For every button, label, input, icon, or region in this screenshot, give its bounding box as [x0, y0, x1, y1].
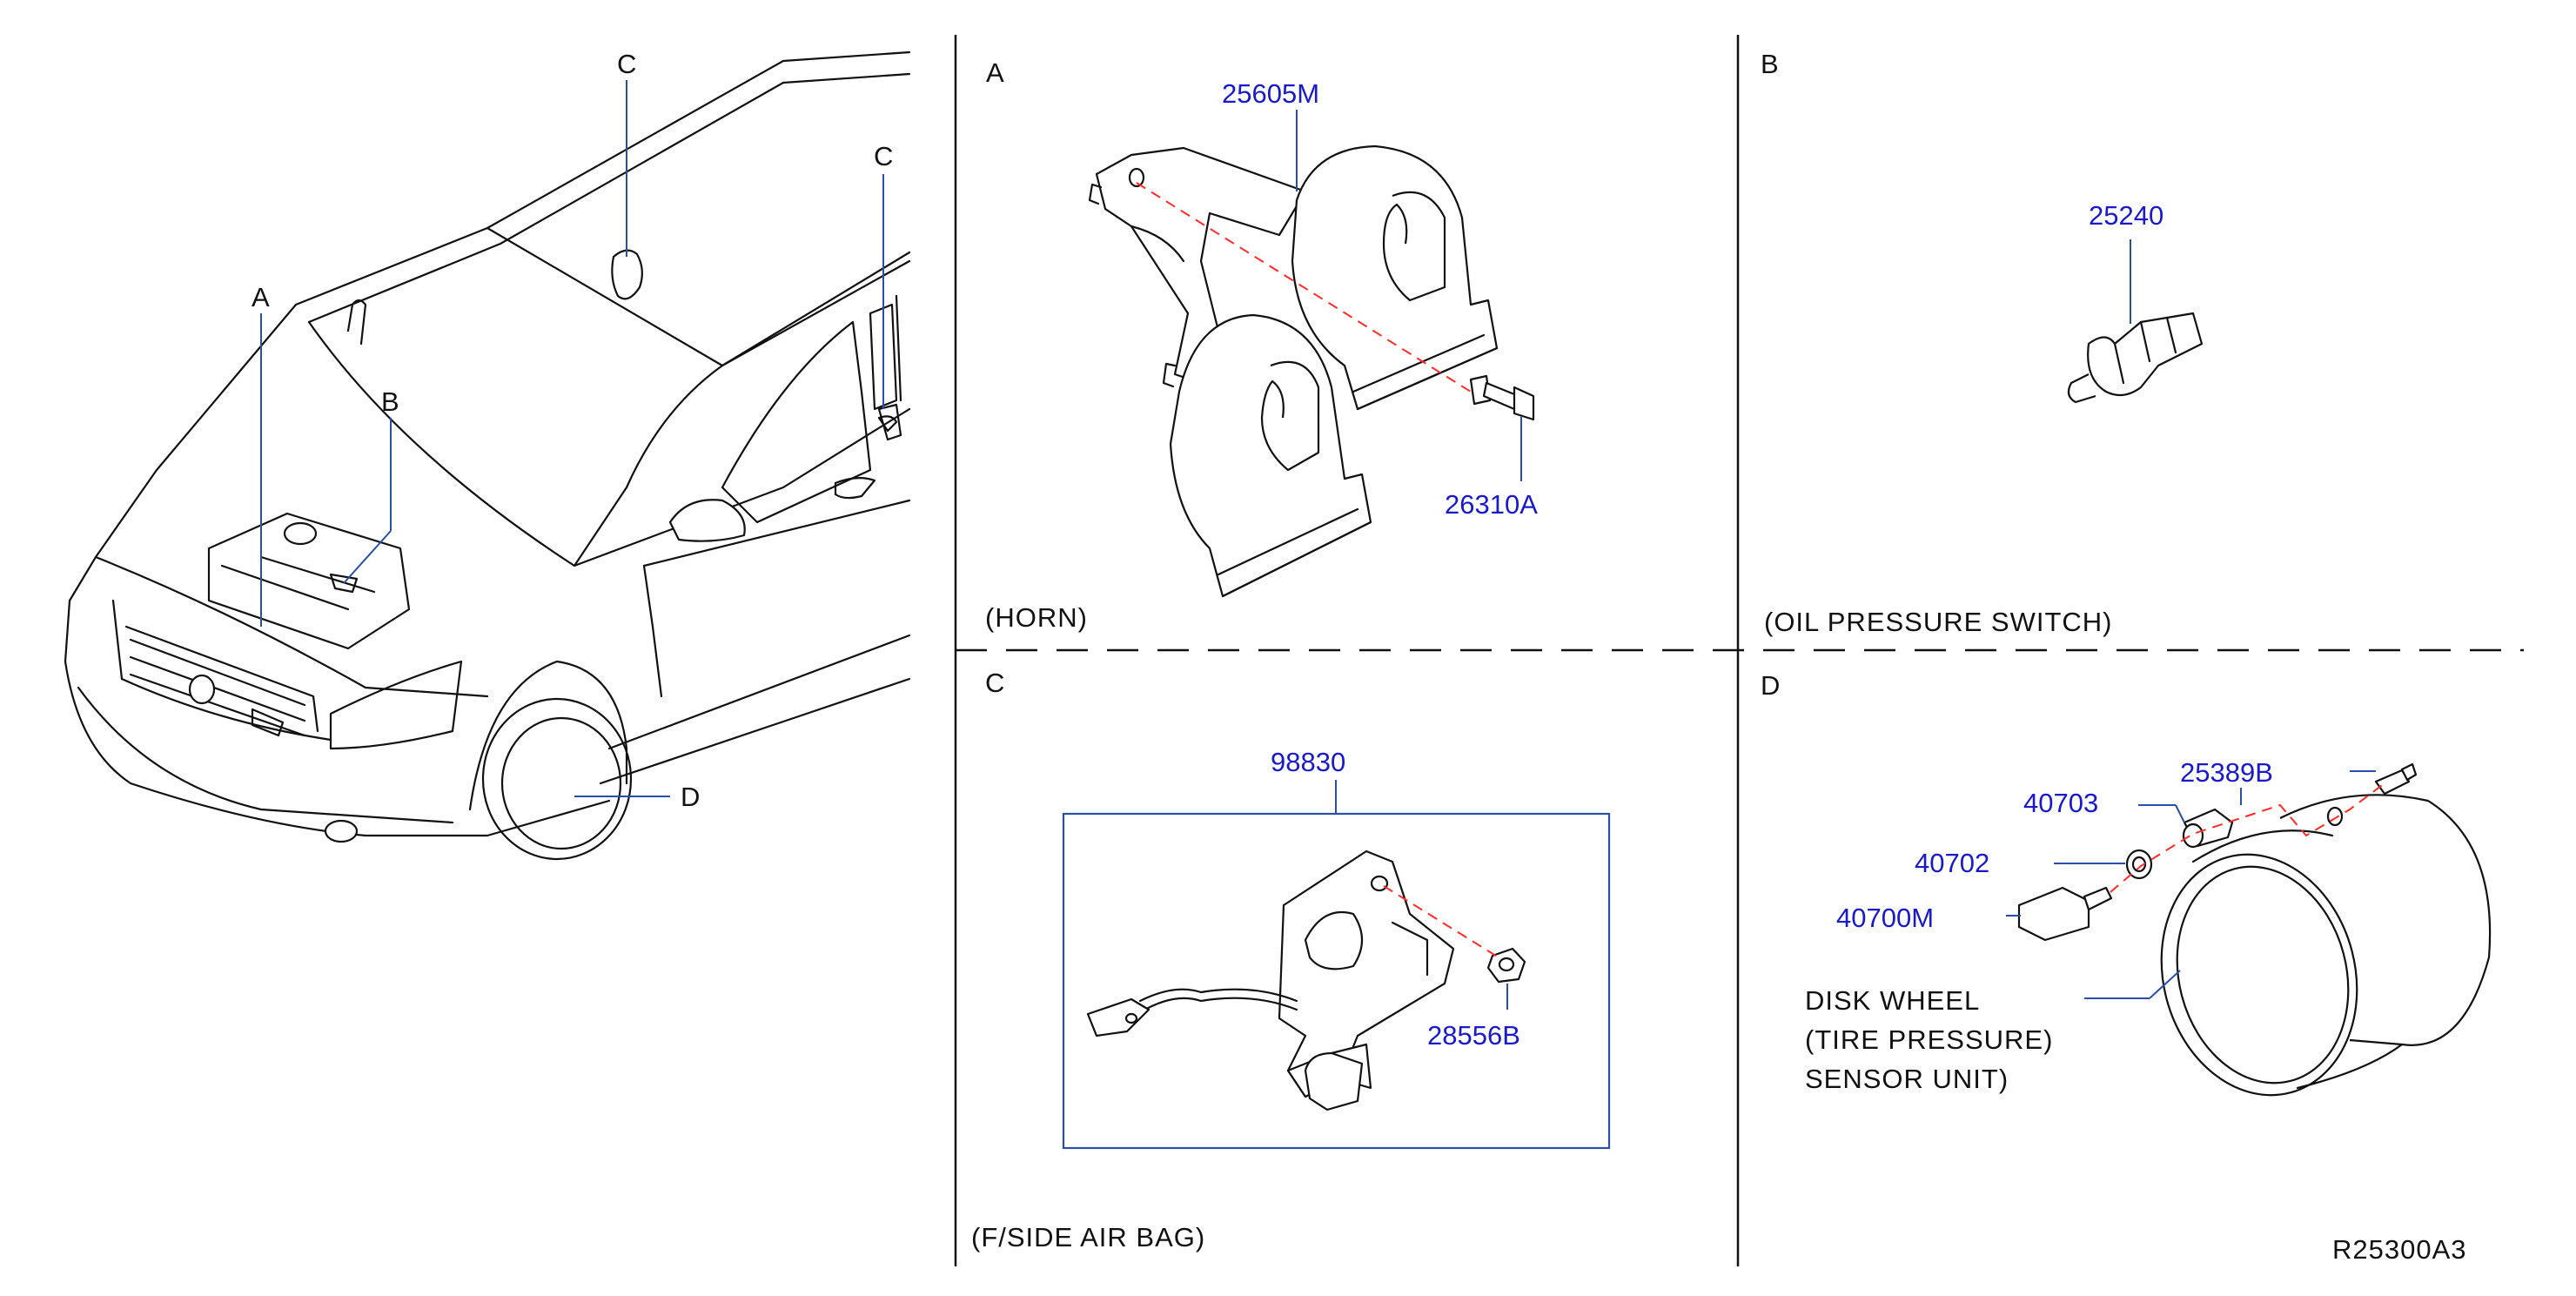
- caption-horn: (HORN): [985, 602, 1088, 633]
- panel-oil-pressure: B: [1761, 49, 2204, 404]
- part-25389B: 25389B: [2180, 757, 2273, 788]
- panel-c-letter: C: [985, 668, 1005, 698]
- callout-a: A: [252, 282, 271, 312]
- panel-tire-pressure-leaders: [2006, 770, 2376, 999]
- panel-d-letter: D: [1761, 670, 1781, 701]
- panel-dividers: [954, 35, 2524, 1266]
- panel-tire-pressure: D: [1761, 670, 2492, 1097]
- panel-a-letter: A: [986, 57, 1005, 88]
- part-40702: 40702: [1915, 848, 1989, 878]
- caption-f-side-air-bag: (F/SIDE AIR BAG): [971, 1222, 1205, 1252]
- part-25240: 25240: [2089, 200, 2163, 231]
- part-28556B: 28556B: [1427, 1020, 1520, 1051]
- panel-b-letter: B: [1761, 49, 1780, 79]
- wheel-label-line-3: SENSOR UNIT): [1805, 1064, 2009, 1094]
- part-98830: 98830: [1271, 747, 1345, 777]
- callout-c-roof: C: [617, 49, 637, 79]
- callout-b: B: [381, 386, 400, 417]
- panel-horn: A: [986, 57, 1535, 598]
- part-25605M: 25605M: [1222, 78, 1319, 109]
- part-40700M: 40700M: [1836, 903, 1934, 933]
- caption-oil-pressure-switch: (OIL PRESSURE SWITCH): [1764, 607, 2113, 637]
- wheel-label-line-1: DISK WHEEL: [1805, 985, 1980, 1016]
- wheel-label-line-2: (TIRE PRESSURE): [1805, 1024, 2053, 1055]
- panel-airbag: C: [985, 668, 1611, 1150]
- part-40703: 40703: [2023, 788, 2098, 818]
- callout-c-pillar: C: [874, 141, 894, 171]
- vehicle-overview: [64, 50, 911, 861]
- panel-airbag-leaders: [1335, 780, 1508, 1010]
- callout-d: D: [681, 782, 701, 812]
- panel-horn-leaders: [1296, 110, 1522, 481]
- part-26310A: 26310A: [1445, 489, 1538, 520]
- diagram-id: R25300A3: [2332, 1234, 2467, 1265]
- vehicle-callout-leaders: [260, 80, 884, 797]
